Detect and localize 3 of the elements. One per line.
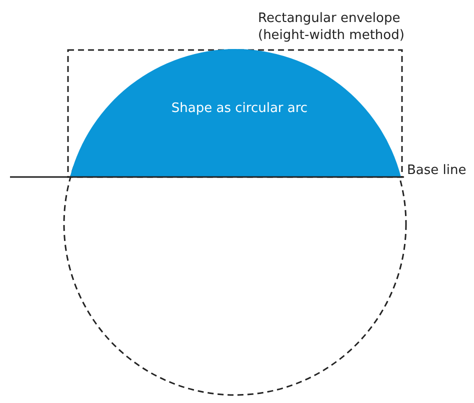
- base-line-label: Base line: [407, 162, 466, 179]
- envelope-label: Rectangular envelope (height-width method): [258, 10, 406, 44]
- shape-label: Shape as circular arc: [170, 100, 309, 117]
